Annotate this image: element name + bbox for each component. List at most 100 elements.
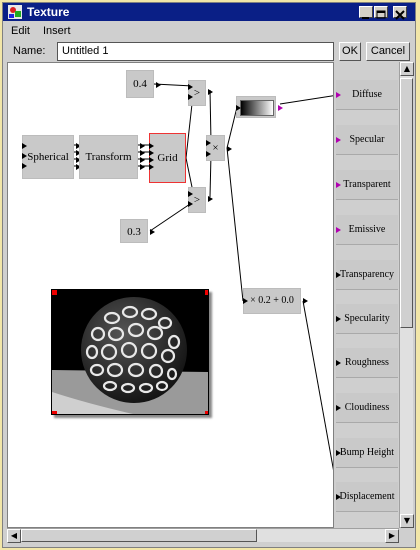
greater-symbol: > [193, 87, 201, 99]
vertical-scroll-thumb[interactable] [400, 78, 413, 328]
resize-handle[interactable] [52, 411, 57, 414]
scroll-up-arrow-icon[interactable]: ▲ [400, 62, 414, 76]
output-pin[interactable] [303, 298, 308, 304]
close-icon [395, 10, 405, 20]
scroll-down-arrow-icon[interactable]: ▼ [400, 514, 414, 528]
property-displacement[interactable]: Displacement [336, 482, 398, 512]
scale-offset-label: × 0.2 + 0.0 [250, 295, 294, 306]
constant-value-0-3: 0.3 [127, 226, 141, 238]
minimize-button[interactable] [359, 6, 373, 19]
input-pin[interactable] [188, 191, 193, 197]
output-pin[interactable] [140, 143, 145, 149]
color-input-pin[interactable] [336, 182, 341, 188]
menu-bar: Edit Insert [3, 23, 415, 39]
value-input-pin[interactable] [336, 272, 341, 278]
vertical-scrollbar[interactable]: ▲ ▼ [399, 62, 414, 528]
input-pin[interactable] [22, 153, 27, 159]
constant-node-0-4[interactable]: 0.4 [126, 70, 161, 98]
input-pin[interactable] [206, 151, 211, 157]
greater-node-top[interactable]: > [188, 80, 213, 106]
transform-label: Transform [85, 151, 132, 163]
scroll-right-arrow-icon[interactable]: ▶ [385, 529, 399, 543]
input-pin[interactable] [149, 164, 154, 170]
property-bump-height[interactable]: Bump Height [336, 438, 398, 468]
input-pin[interactable] [243, 298, 248, 304]
name-label: Name: [13, 45, 46, 57]
output-pin[interactable] [208, 196, 213, 202]
output-pin[interactable] [140, 157, 145, 163]
color-input-pin[interactable] [336, 227, 341, 233]
constant-value-0-4: 0.4 [133, 78, 147, 90]
title-bar[interactable]: Texture [3, 3, 415, 21]
output-pin[interactable] [150, 229, 155, 235]
output-pin[interactable] [140, 150, 145, 156]
resize-handle[interactable] [205, 290, 208, 295]
input-pin[interactable] [236, 105, 241, 111]
resize-handle[interactable] [52, 290, 57, 295]
cancel-button[interactable]: Cancel [366, 42, 410, 61]
input-pin[interactable] [22, 143, 27, 149]
output-pin[interactable] [76, 157, 81, 163]
texture-preview[interactable] [51, 289, 209, 415]
input-pin[interactable] [206, 140, 211, 146]
output-pin[interactable] [76, 143, 81, 149]
input-pin[interactable] [149, 143, 154, 149]
color-input-pin[interactable] [336, 92, 341, 98]
output-pin[interactable] [156, 82, 161, 88]
output-pin[interactable] [76, 150, 81, 156]
value-input-pin[interactable] [336, 360, 341, 366]
property-cloudiness[interactable]: Cloudiness [336, 393, 398, 423]
texture-window: Texture Edit Insert Name: Untitled 1 OK … [2, 2, 416, 548]
constant-node-0-3[interactable]: 0.3 [120, 219, 155, 243]
property-diffuse[interactable]: Diffuse [336, 80, 398, 110]
output-pin[interactable] [208, 89, 213, 95]
ok-button[interactable]: OK [339, 42, 361, 61]
property-transparent[interactable]: Transparent [336, 170, 398, 200]
color-ramp-node[interactable] [236, 96, 283, 118]
property-roughness[interactable]: Roughness [336, 348, 398, 378]
maximize-icon [376, 10, 386, 19]
preview-render [52, 290, 208, 414]
value-input-pin[interactable] [336, 494, 341, 500]
menu-insert[interactable]: Insert [43, 25, 71, 37]
close-button[interactable] [393, 6, 407, 20]
input-pin[interactable] [188, 201, 193, 207]
multiply-node[interactable]: × [206, 135, 232, 161]
scroll-left-arrow-icon[interactable]: ◀ [7, 529, 21, 543]
horizontal-scrollbar[interactable]: ◀ ▶ [7, 528, 399, 543]
material-properties-panel: Diffuse Specular Transparent Emissive Tr… [333, 62, 399, 528]
minimize-icon [362, 17, 369, 19]
transform-node[interactable]: Transform [79, 135, 145, 179]
output-pin[interactable] [140, 164, 145, 170]
property-specular[interactable]: Specular [336, 125, 398, 155]
horizontal-scroll-thumb[interactable] [21, 529, 257, 542]
property-specularity[interactable]: Specularity [336, 304, 398, 334]
grid-label: Grid [157, 152, 178, 164]
output-pin[interactable] [227, 146, 232, 152]
input-pin[interactable] [149, 150, 154, 156]
input-pin[interactable] [149, 157, 154, 163]
grid-node[interactable]: Grid [149, 133, 186, 183]
name-input[interactable]: Untitled 1 [57, 42, 334, 61]
value-input-pin[interactable] [336, 450, 341, 456]
spherical-node[interactable]: Spherical [22, 135, 81, 179]
spherical-label: Spherical [27, 151, 69, 163]
greater-node-bottom[interactable]: > [188, 187, 213, 213]
value-input-pin[interactable] [336, 316, 341, 322]
maximize-button[interactable] [374, 6, 388, 19]
property-transparency[interactable]: Transparency [336, 260, 398, 290]
color-output-pin[interactable] [278, 105, 283, 111]
input-pin[interactable] [188, 84, 193, 90]
menu-edit[interactable]: Edit [11, 25, 30, 37]
scale-offset-node[interactable]: × 0.2 + 0.0 [243, 288, 308, 314]
output-pin[interactable] [76, 164, 81, 170]
input-pin[interactable] [188, 94, 193, 100]
multiply-symbol: × [212, 142, 219, 154]
resize-handle[interactable] [205, 411, 208, 414]
input-pin[interactable] [22, 163, 27, 169]
color-ramp-swatch [240, 100, 274, 116]
color-input-pin[interactable] [336, 137, 341, 143]
property-emissive[interactable]: Emissive [336, 215, 398, 245]
value-input-pin[interactable] [336, 405, 341, 411]
node-graph-canvas[interactable]: 0.4 > Spherical Transform [7, 62, 335, 528]
